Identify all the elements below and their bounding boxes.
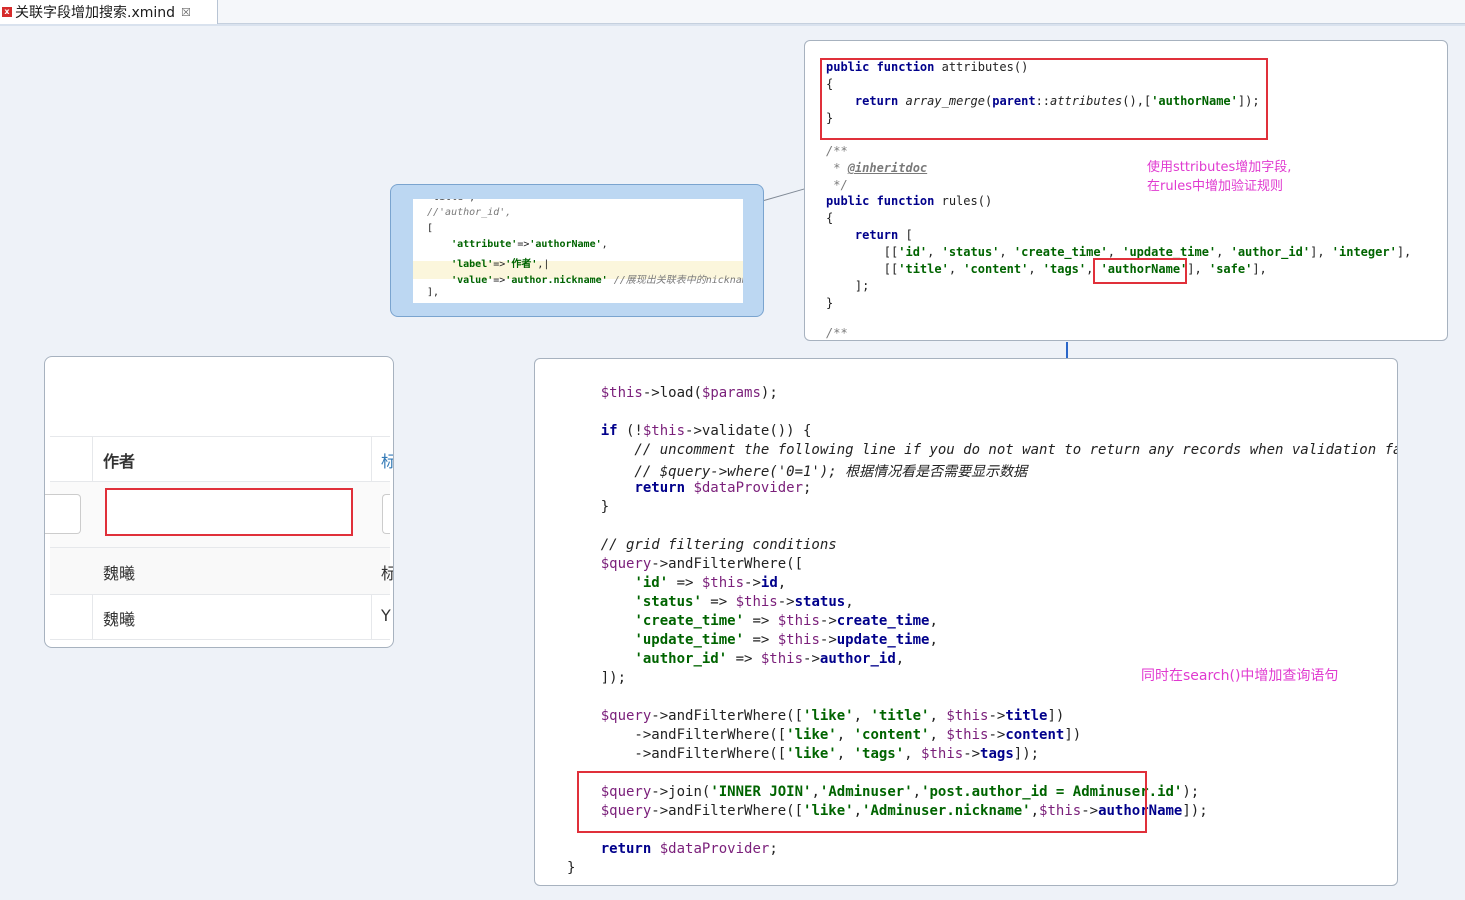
code-line: 'value'=>'author.nickname' //展现出关联表中的nic…	[451, 275, 743, 286]
code-line: 'label'=>'作者',|	[451, 259, 550, 270]
highlight-box-attributes	[820, 58, 1268, 140]
code-comment: //'author_id',	[427, 207, 512, 218]
topic-search-method[interactable]: $this->load($params); if (!$this->valida…	[534, 358, 1398, 886]
code-panel: 'title', //'author_id', [ 'attribute'=>'…	[413, 199, 743, 303]
table-cell-next: Y	[381, 606, 391, 625]
column-header-author[interactable]: 作者	[103, 452, 136, 471]
code-comment: */	[826, 178, 848, 192]
code-line: {	[826, 77, 834, 91]
code-line: $this->load($params);	[600, 385, 778, 401]
code-line: [	[427, 223, 434, 234]
annotation-note: 同时在search()中增加查询语句	[1141, 668, 1339, 684]
annotation-note: 使用sttributes增加字段,	[1147, 160, 1292, 175]
topic-attributes-rules[interactable]: public function attributes() { return ar…	[804, 40, 1448, 341]
code-line: ]);	[567, 670, 627, 686]
row-stripe	[50, 548, 390, 594]
table-rule	[50, 481, 390, 482]
table-rule	[50, 436, 390, 437]
close-icon[interactable]: ☒	[181, 5, 191, 19]
code-line: [['title', 'content', 'tags', 'authorNam…	[826, 262, 1267, 276]
code-line: public function attributes()	[826, 60, 1029, 74]
code-line: 'author_id' => $this->author_id,	[634, 651, 905, 667]
filter-input-next[interactable]	[382, 494, 390, 534]
highlight-box-authorname	[1093, 258, 1187, 284]
tab-xmind-file[interactable]: x 关联字段增加搜索.xmind ☒	[0, 0, 218, 24]
author-filter-input[interactable]	[105, 488, 353, 536]
code-line: 'id' => $this->id,	[634, 575, 787, 591]
code-line: return $dataProvider;	[600, 841, 778, 857]
code-line: 'status' => $this->status,	[634, 594, 854, 610]
column-header-next[interactable]: 标	[381, 448, 393, 472]
code-comment: // $query->where('0=1'); 根据情况看是否需要显示数据	[567, 464, 1028, 480]
code-line: ],	[427, 287, 440, 298]
code-line: public function rules()	[826, 194, 993, 208]
code-line: 'attribute'=>'authorName',	[451, 239, 608, 250]
table-cell-next: 标	[381, 560, 393, 584]
connector-line	[763, 188, 805, 201]
code-line: return array_merge(parent::attributes(),…	[854, 94, 1260, 108]
code-comment: /**	[826, 326, 848, 340]
code-line: ->andFilterWhere(['like', 'content', $th…	[567, 727, 1082, 743]
code-comment: /**	[826, 144, 848, 158]
code-comment: // uncomment the following line if you d…	[567, 442, 1398, 458]
code-line: }	[567, 499, 610, 515]
editor-tab-bar: x 关联字段增加搜索.xmind ☒	[0, 0, 1465, 24]
code-comment: * @inheritdoc	[826, 161, 928, 175]
code-line: {	[826, 211, 834, 225]
code-line: ->andFilterWhere(['like', 'tags', $this-…	[567, 746, 1040, 762]
filter-input-prev[interactable]	[45, 494, 81, 534]
code-line: 'create_time' => $this->create_time,	[634, 613, 938, 629]
code-comment: // grid filtering conditions	[567, 537, 837, 553]
code-line: $query->andFilterWhere(['like', 'title',…	[600, 708, 1065, 724]
code-line: $query->andFilterWhere(['like','Adminuse…	[600, 803, 1208, 819]
tab-title: 关联字段增加搜索.xmind	[15, 5, 176, 21]
code-line: $query->andFilterWhere([	[600, 556, 804, 572]
topic-gridview-column[interactable]: 'title', //'author_id', [ 'attribute'=>'…	[390, 184, 764, 317]
code-line: if (!$this->validate()) {	[600, 423, 812, 439]
code-line: ];	[826, 279, 870, 293]
code-line: $query->join('INNER JOIN','Adminuser','p…	[600, 784, 1200, 800]
code-line: 'title',	[427, 199, 475, 203]
table-rule	[50, 547, 390, 548]
table-cell-author: 魏曦	[103, 610, 136, 629]
code-line: 'update_time' => $this->update_time,	[634, 632, 938, 648]
canvas-top-border	[0, 24, 1465, 26]
table-cell-author: 魏曦	[103, 564, 136, 583]
code-line: }	[826, 111, 834, 125]
code-line: }	[567, 860, 576, 876]
xmind-file-icon: x	[2, 7, 12, 17]
connector-arrow	[1066, 342, 1068, 358]
code-line: [['id', 'status', 'create_time', 'update…	[826, 245, 1412, 259]
code-line: return $dataProvider;	[634, 480, 812, 496]
topic-grid-screenshot[interactable]: 作者 标 魏曦 标 魏曦 Y	[44, 356, 394, 648]
annotation-note: 在rules中增加验证规则	[1147, 179, 1283, 194]
code-line: return [	[854, 228, 913, 242]
highlight-box-join	[577, 771, 1147, 833]
code-line: }	[826, 296, 834, 310]
table-rule	[50, 639, 390, 640]
line-highlight	[413, 261, 743, 279]
table-rule	[50, 594, 390, 595]
